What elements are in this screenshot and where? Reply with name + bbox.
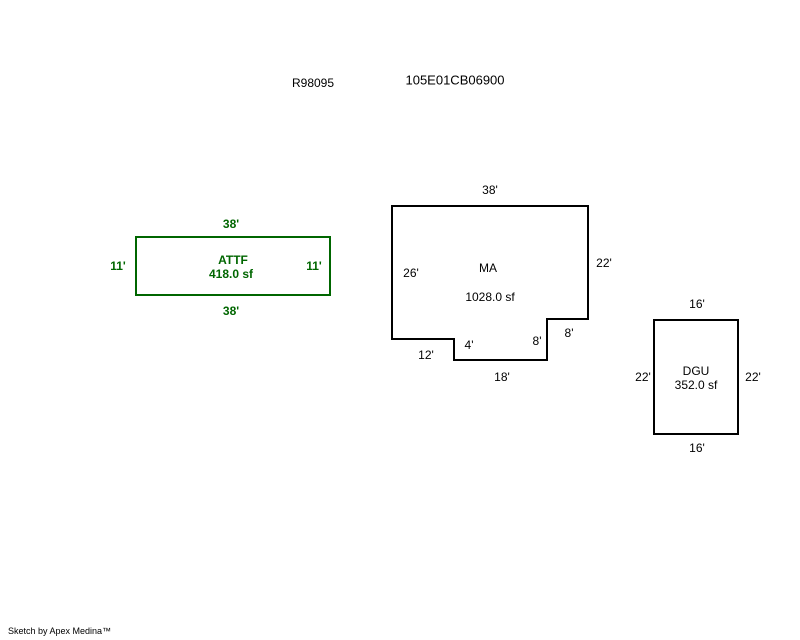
ma-area-sqft: 1028.0 sf bbox=[465, 290, 515, 304]
attf-outline bbox=[135, 236, 331, 296]
ref-number-left: R98095 bbox=[291, 76, 335, 90]
attf-dim-bottom: 38' bbox=[222, 304, 240, 318]
dgu-dim-left: 22' bbox=[635, 370, 651, 384]
ma-dim-notch-outer: 8' bbox=[564, 326, 574, 340]
sketch-credit: Sketch by Apex Medina™ bbox=[8, 626, 112, 636]
attf-dim-right: 11' bbox=[306, 259, 322, 273]
attf-area-sqft: 418.0 sf bbox=[208, 267, 254, 281]
dgu-dim-top: 16' bbox=[689, 297, 705, 311]
attf-area-label: ATTF bbox=[218, 253, 248, 267]
dgu-area-sqft: 352.0 sf bbox=[674, 378, 718, 392]
ma-dim-left: 26' bbox=[403, 266, 419, 280]
attf-dim-left: 11' bbox=[110, 259, 126, 273]
dgu-dim-bottom: 16' bbox=[689, 441, 705, 455]
ma-dim-right: 22' bbox=[596, 256, 612, 270]
ref-number-right: 105E01CB06900 bbox=[405, 72, 505, 88]
dgu-area-label: DGU bbox=[682, 364, 710, 378]
ma-dim-top: 38' bbox=[482, 183, 498, 197]
ma-dim-notch-inner: 8' bbox=[532, 334, 542, 348]
ma-outline bbox=[391, 205, 589, 361]
attf-dim-top: 38' bbox=[222, 217, 240, 231]
ma-area-label: MA bbox=[479, 261, 497, 275]
ma-dim-bottom-left: 12' bbox=[418, 348, 434, 362]
dgu-dim-right: 22' bbox=[745, 370, 761, 384]
dgu-outline bbox=[653, 319, 739, 435]
ma-dim-bottom-mid: 18' bbox=[494, 370, 510, 384]
ma-dim-step: 4' bbox=[464, 338, 474, 352]
